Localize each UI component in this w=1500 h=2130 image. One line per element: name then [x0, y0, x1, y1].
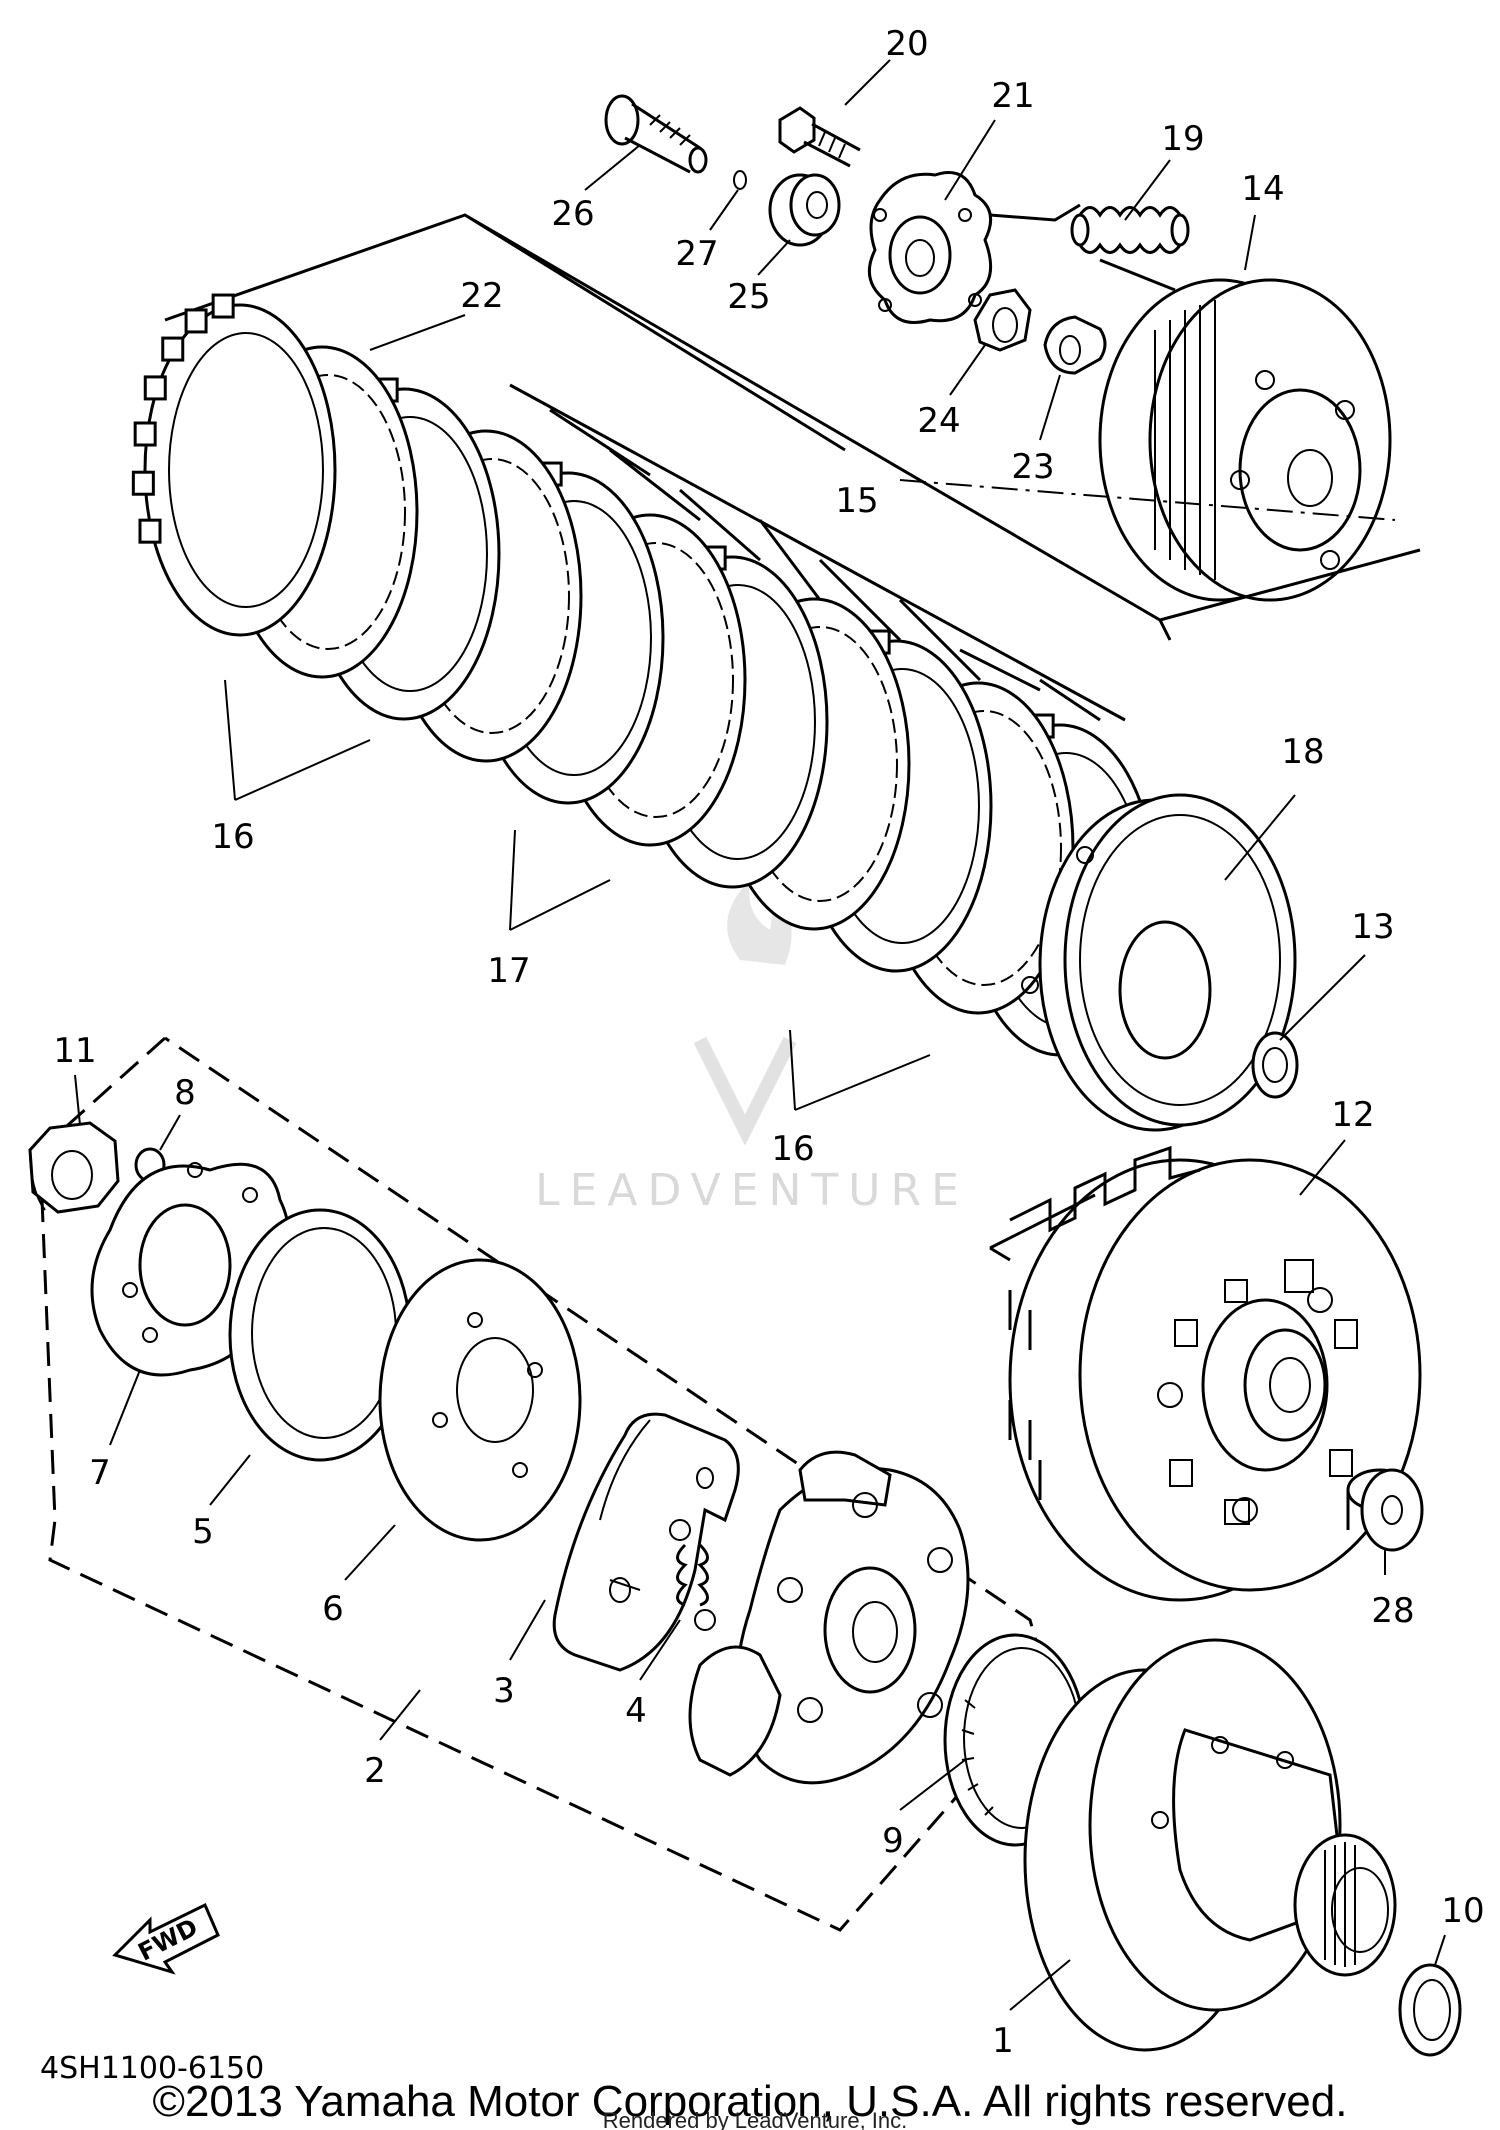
callout-16-upper: 16 — [211, 817, 254, 857]
leader-lines — [74, 59, 1446, 2011]
callout-28: 28 — [1371, 1591, 1414, 1631]
callout-19: 19 — [1161, 119, 1204, 159]
part-3-clutch-shoe — [552, 1412, 740, 1672]
plate-tab — [138, 518, 162, 544]
callout-1: 1 — [992, 2021, 1014, 2061]
plate-tab — [143, 375, 167, 401]
plate-tab — [211, 293, 235, 319]
part-28-collar — [1346, 1468, 1424, 1552]
part-11-nut — [28, 1121, 120, 1214]
callout-10: 10 — [1441, 1891, 1484, 1931]
callout-9: 9 — [882, 1821, 904, 1861]
part-21-pressure-plate — [867, 171, 993, 324]
callout-5: 5 — [192, 1512, 214, 1552]
callout-7: 7 — [89, 1453, 111, 1493]
callout-12: 12 — [1331, 1095, 1374, 1135]
callout-6: 6 — [322, 1589, 344, 1629]
callout-4: 4 — [625, 1691, 647, 1731]
upper-bracket-line — [164, 213, 1421, 641]
callout-8: 8 — [174, 1073, 196, 1113]
callout-23: 23 — [1011, 447, 1054, 487]
callout-15: 15 — [835, 481, 878, 521]
bracket-15 — [509, 383, 1126, 722]
callout-25: 25 — [727, 277, 770, 317]
plate-inner-edge — [168, 332, 324, 608]
part-19-spring — [1070, 206, 1190, 254]
part-14-clutch-boss — [1098, 278, 1392, 602]
part-code: 4SH1100-6150 — [40, 2051, 264, 2086]
rendered-by-notice: Rendered by LeadVenture, Inc. — [603, 2108, 908, 2130]
callout-21: 21 — [991, 76, 1034, 116]
part-10-washer — [1398, 1963, 1462, 2057]
plate-tab — [184, 308, 208, 334]
callout-3: 3 — [493, 1671, 515, 1711]
callout-18: 18 — [1281, 732, 1324, 772]
callout-24: 24 — [917, 401, 960, 441]
callout-11: 11 — [53, 1031, 96, 1071]
part-26-bolt — [604, 94, 708, 174]
callout-22: 22 — [460, 276, 503, 316]
part-2-clutch-carrier — [688, 1450, 970, 1785]
part-1-primary-gear — [1023, 1638, 1397, 2052]
part-6-plate — [378, 1258, 582, 1542]
part-4-spring — [669, 1519, 716, 1631]
bracket-12 — [989, 1193, 1096, 1262]
callout-2: 2 — [364, 1751, 386, 1791]
callout-27: 27 — [675, 234, 718, 274]
part-2-assembly-boundary — [38, 1036, 1052, 1932]
callout-17: 17 — [487, 951, 530, 991]
plate-tab — [131, 470, 155, 496]
bracket-14-line — [989, 203, 1176, 292]
plate-tab — [161, 336, 185, 362]
callout-numbers: 20 21 19 14 26 27 25 22 24 23 15 16 18 1… — [53, 24, 1484, 2061]
part-24-nut — [973, 288, 1032, 352]
axis-line — [899, 479, 1396, 521]
part-13-circlip — [1251, 1031, 1299, 1099]
friction-plate — [143, 303, 337, 637]
part-20-bolt — [778, 106, 861, 168]
fwd-label: FWD — [134, 1913, 203, 1966]
callout-20: 20 — [885, 24, 928, 64]
callout-14: 14 — [1241, 169, 1284, 209]
part-12-clutch-housing — [1008, 1145, 1422, 1602]
watermark: LEADVENTURE — [535, 880, 969, 1216]
callout-16-lower: 16 — [771, 1129, 814, 1169]
clutch-plate-stack — [131, 293, 1157, 1057]
watermark-text: LEADVENTURE — [535, 1165, 969, 1216]
callout-13: 13 — [1351, 907, 1394, 947]
part-27-ring — [733, 170, 747, 190]
fwd-arrow-icon: FWD — [112, 1902, 220, 1975]
copyright-notice: ©2013 Yamaha Motor Corporation, U.S.A. A… — [153, 2077, 1348, 2126]
callout-26: 26 — [551, 194, 594, 234]
part-23-lock-washer — [1043, 315, 1107, 375]
part-18-pressure-plate — [1021, 793, 1297, 1132]
plate-tab — [133, 421, 157, 447]
part-25-bearing — [768, 173, 841, 247]
